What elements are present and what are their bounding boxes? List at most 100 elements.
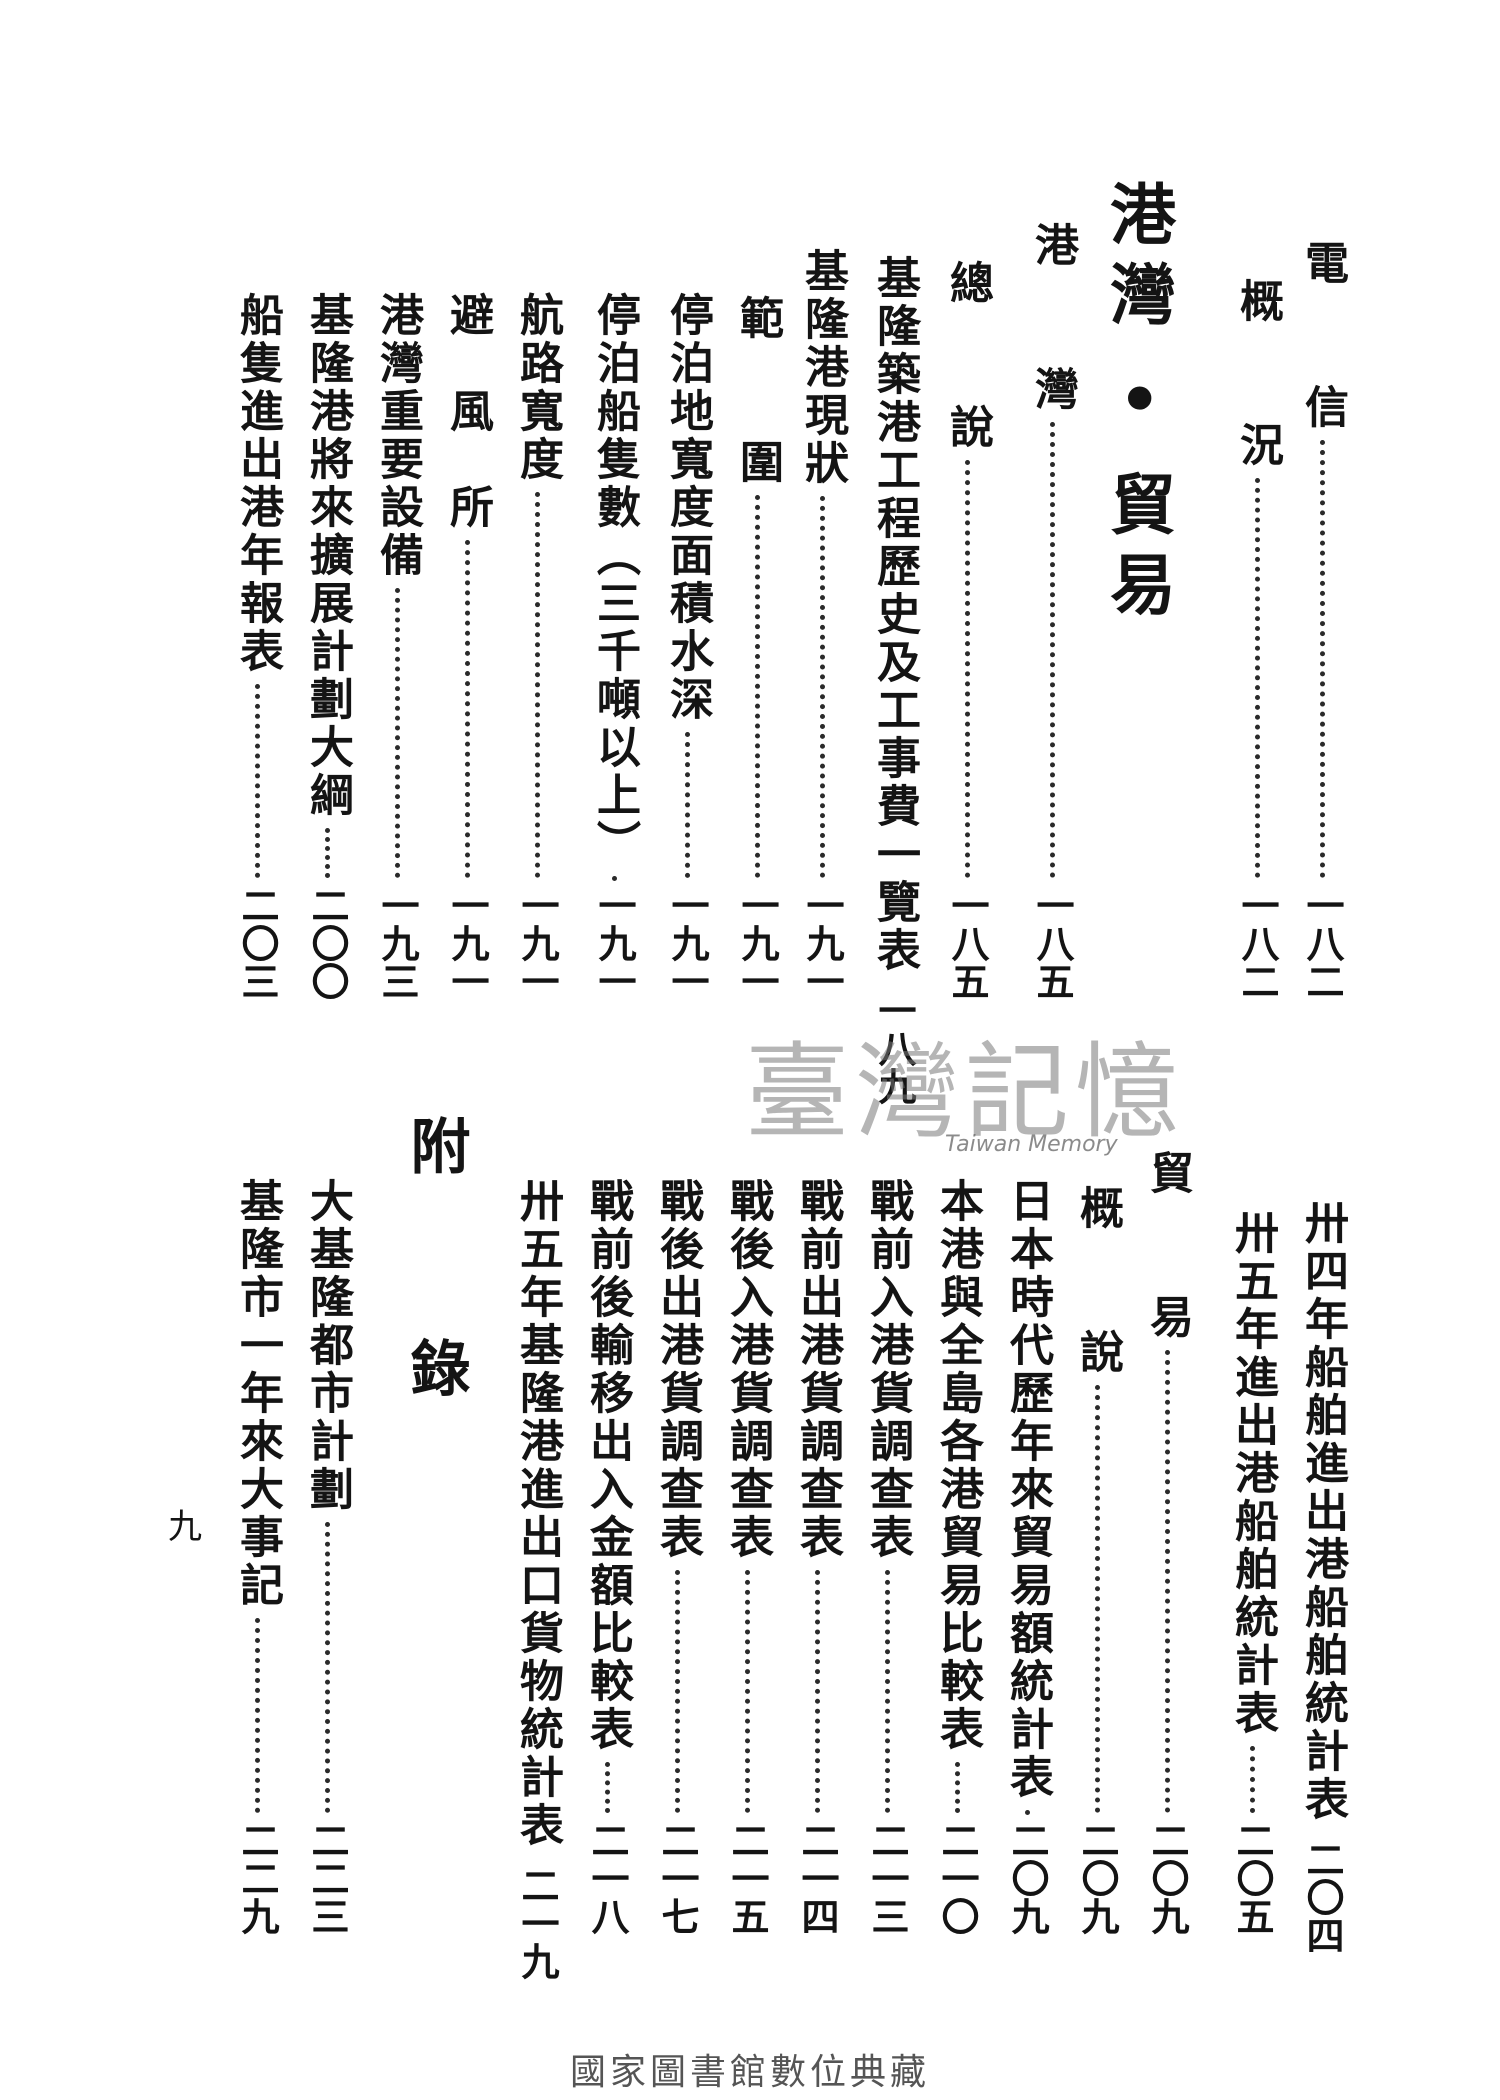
dot-leader bbox=[1094, 1385, 1100, 1813]
section-heading: 港灣 • 貿易 bbox=[1099, 180, 1177, 631]
dot-leader bbox=[819, 496, 825, 878]
dot-leader bbox=[1049, 422, 1055, 878]
toc-entry: 航路寬度 一九一 bbox=[512, 292, 563, 1000]
dot-leader bbox=[1254, 478, 1260, 878]
entry-page: 二〇三 bbox=[235, 886, 280, 1000]
entry-page: 二一三 bbox=[865, 1821, 910, 1935]
entry-page: 二一〇 bbox=[935, 1821, 980, 1935]
toc-entry: 基隆港將來擴展計劃大綱 二〇〇 bbox=[302, 292, 353, 1000]
toc-entry: 概 說 二〇九 bbox=[1072, 1185, 1123, 1935]
entry-label: 戰後出港貨調查表 bbox=[652, 1178, 703, 1562]
entry-page: 二〇九 bbox=[1145, 1821, 1190, 1935]
entry-page: 二二九 bbox=[235, 1821, 280, 1935]
entry-page: 一九一 bbox=[445, 886, 490, 1000]
entry-page: 一九一 bbox=[800, 886, 845, 1000]
entry-label: 總 說 bbox=[942, 260, 993, 452]
entry-label: 大基隆都市計劃 bbox=[302, 1178, 353, 1514]
toc-entry: 範 圍 一九一 bbox=[732, 295, 783, 1000]
entry-label: 停泊船隻數（三千噸以上） bbox=[589, 292, 640, 868]
dot-leader bbox=[394, 588, 400, 878]
dot-leader bbox=[814, 1570, 820, 1813]
entry-label: 避 風 所 bbox=[442, 292, 493, 532]
toc-entry: 港灣重要設備 一九三 bbox=[372, 292, 423, 1000]
toc-entry: 停泊船隻數（三千噸以上） 一九一 bbox=[589, 292, 640, 1000]
entry-label: 基隆港現狀 bbox=[797, 248, 848, 488]
dot-leader bbox=[744, 1570, 750, 1813]
toc-entry: 戰前入港貨調查表 二一三 bbox=[862, 1178, 913, 1935]
dot-leader bbox=[324, 1522, 330, 1813]
toc-entry: 總 說 一八五 bbox=[942, 260, 993, 1000]
dot-leader bbox=[254, 684, 260, 878]
toc-entry: 卅四年船舶進出港船舶統計表 二〇四 bbox=[1297, 1200, 1348, 1954]
entry-label: 概 說 bbox=[1072, 1185, 1123, 1377]
toc-entry: 避 風 所 一九一 bbox=[442, 292, 493, 1000]
entry-page: 二〇九 bbox=[1075, 1821, 1120, 1935]
entry-label: 船隻進出港年報表 bbox=[232, 292, 283, 676]
dot-leader bbox=[684, 732, 690, 878]
toc-entry: 卅五年進出港船舶統計表 二〇五 bbox=[1227, 1210, 1278, 1935]
toc-entry: 卅五年基隆港進出口貨物統計表 二一九 bbox=[512, 1178, 563, 1980]
dot-leader bbox=[534, 492, 540, 878]
toc-entry: 港 灣 一八五 bbox=[1027, 222, 1078, 1000]
entry-page: 一九一 bbox=[665, 886, 710, 1000]
entry-page: 二一五 bbox=[725, 1821, 770, 1935]
appendix-heading: 附 錄 bbox=[400, 1115, 470, 1411]
toc-entry: 基隆市一年來大事記 二二九 bbox=[232, 1178, 283, 1935]
watermark-subtitle: Taiwan Memory bbox=[945, 1132, 1118, 1157]
toc-entry: 船隻進出港年報表 二〇三 bbox=[232, 292, 283, 1000]
dot-leader bbox=[964, 460, 970, 878]
entry-page: 二二三 bbox=[305, 1821, 350, 1935]
dot-leader bbox=[884, 1570, 890, 1813]
entry-label: 卅四年船舶進出港船舶統計表 bbox=[1297, 1200, 1348, 1824]
toc-entry: 日本時代歷年來貿易額統計表 二〇九 bbox=[1002, 1178, 1053, 1935]
entry-label: 基隆市一年來大事記 bbox=[232, 1178, 283, 1610]
toc-entry: 基隆港現狀 一九一 bbox=[797, 248, 848, 1000]
toc-entry: 停泊地寬度面積水深 一九一 bbox=[662, 292, 713, 1000]
dot-leader bbox=[1164, 1350, 1170, 1813]
entry-page: 一八九 bbox=[872, 991, 917, 1105]
toc-entry: 戰前出港貨調查表 二一四 bbox=[792, 1178, 843, 1935]
entry-label: 範 圍 bbox=[732, 295, 783, 487]
entry-page: 二〇四 bbox=[1300, 1840, 1345, 1954]
toc-entry: 貿 易 二〇九 bbox=[1142, 1150, 1193, 1935]
entry-label: 電 信 bbox=[1297, 240, 1348, 432]
dot-leader bbox=[464, 540, 470, 878]
entry-page: 二〇〇 bbox=[305, 886, 350, 1000]
entry-page: 一九三 bbox=[375, 886, 420, 1000]
entry-label: 日本時代歷年來貿易額統計表 bbox=[1002, 1178, 1053, 1802]
watermark-title: 臺灣記憶 bbox=[745, 1031, 1186, 1153]
entry-label: 卅五年進出港船舶統計表 bbox=[1227, 1210, 1278, 1738]
entry-page: 一九一 bbox=[592, 886, 637, 1000]
entry-label: 基隆港將來擴展計劃大綱 bbox=[302, 292, 353, 820]
dot-leader bbox=[674, 1570, 680, 1813]
entry-page: 二一九 bbox=[515, 1866, 560, 1980]
entry-label: 港 灣 bbox=[1027, 222, 1078, 414]
entry-page: 一八二 bbox=[1300, 886, 1345, 1000]
entry-label: 貿 易 bbox=[1142, 1150, 1193, 1342]
toc-entry: 大基隆都市計劃 二二三 bbox=[302, 1178, 353, 1935]
entry-label: 停泊地寬度面積水深 bbox=[662, 292, 713, 724]
entry-page: 二〇九 bbox=[1005, 1821, 1050, 1935]
toc-entry: 電 信 一八二 bbox=[1297, 240, 1348, 1000]
toc-entry: 本港與全島各港貿易比較表 二一〇 bbox=[932, 1178, 983, 1935]
dot-leader bbox=[324, 828, 330, 878]
dot-leader bbox=[1249, 1746, 1255, 1813]
dot-leader bbox=[754, 495, 760, 878]
dot-leader bbox=[954, 1762, 960, 1813]
dot-leader bbox=[604, 1762, 610, 1813]
entry-label: 概 況 bbox=[1232, 278, 1283, 470]
entry-label: 港灣重要設備 bbox=[372, 292, 423, 580]
entry-page: 二一八 bbox=[585, 1821, 630, 1935]
entry-page: 一九一 bbox=[735, 886, 780, 1000]
dot-leader bbox=[1319, 440, 1325, 878]
entry-label: 戰前後輸移出入金額比較表 bbox=[582, 1178, 633, 1754]
entry-label: 戰前入港貨調查表 bbox=[862, 1178, 913, 1562]
entry-page: 一八二 bbox=[1235, 886, 1280, 1000]
entry-label: 基隆築港工程歷史及工事費一覽表 bbox=[869, 255, 920, 975]
entry-page: 二一七 bbox=[655, 1821, 700, 1935]
toc-entry: 基隆築港工程歷史及工事費一覽表 一八九 bbox=[869, 255, 920, 1105]
entry-page: 二一四 bbox=[795, 1821, 840, 1935]
entry-label: 航路寬度 bbox=[512, 292, 563, 484]
toc-entry: 戰前後輸移出入金額比較表 二一八 bbox=[582, 1178, 633, 1935]
